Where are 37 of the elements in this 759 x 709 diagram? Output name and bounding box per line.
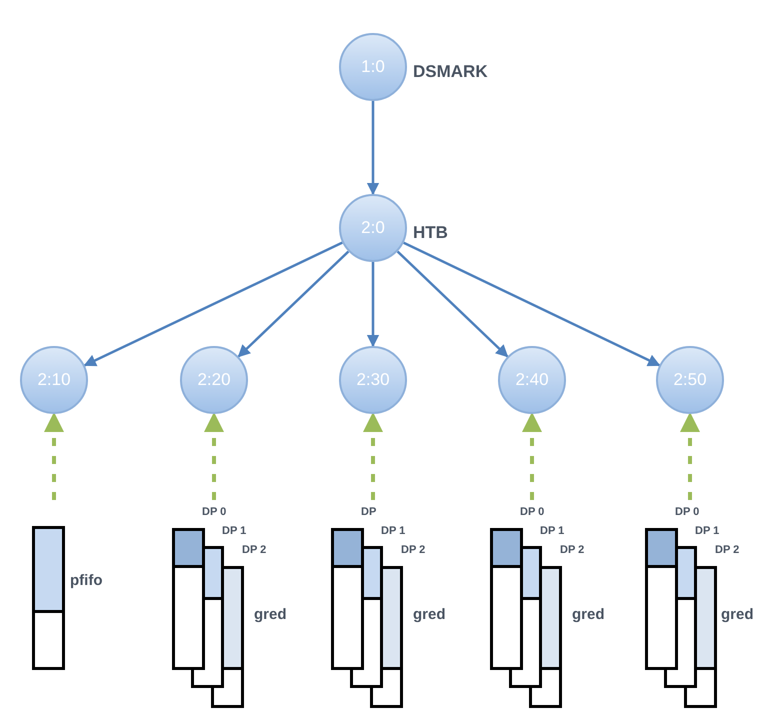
arrow <box>366 262 380 348</box>
qdisc-label: gred <box>413 605 446 625</box>
arrow <box>522 412 542 500</box>
arrow <box>680 412 700 500</box>
qdisc-label: gred <box>572 605 605 625</box>
qdisc-label: HTB <box>413 222 448 244</box>
arrow <box>238 250 350 358</box>
arrow <box>366 101 380 196</box>
arrow <box>363 412 383 500</box>
qdisc-label: pfifo <box>70 571 102 591</box>
drop-precedence-label: DP 2 <box>242 543 266 558</box>
drop-precedence-label: DP <box>361 505 376 520</box>
arrow <box>403 242 660 366</box>
class-id: 2:20 <box>197 369 231 392</box>
class-id: 1:0 <box>361 56 385 78</box>
drop-precedence-label: DP 2 <box>715 543 740 558</box>
class-id: 2:10 <box>37 369 71 392</box>
class-id: 2:0 <box>361 217 385 240</box>
qdisc-label: gred <box>721 605 754 625</box>
drop-precedence-label: DP 1 <box>222 524 246 539</box>
qdisc-label: gred <box>254 605 287 625</box>
qdisc-label: DSMARK <box>413 61 488 83</box>
class-id: 2:30 <box>356 369 390 392</box>
drop-precedence-label: DP 2 <box>560 543 584 558</box>
drop-precedence-label: DP 0 <box>202 505 226 520</box>
drop-precedence-label: DP 1 <box>381 524 406 539</box>
drop-precedence-label: DP 0 <box>520 505 544 520</box>
arrow <box>396 250 508 358</box>
drop-precedence-label: DP 1 <box>695 524 720 539</box>
arrow <box>44 412 64 500</box>
drop-precedence-label: DP 1 <box>540 524 564 539</box>
class-id: 2:40 <box>515 369 549 392</box>
arrow <box>204 412 224 500</box>
class-id: 2:50 <box>673 369 707 392</box>
drop-precedence-label: DP 0 <box>675 505 700 520</box>
arrow <box>84 242 343 366</box>
drop-precedence-label: DP 2 <box>401 543 426 558</box>
